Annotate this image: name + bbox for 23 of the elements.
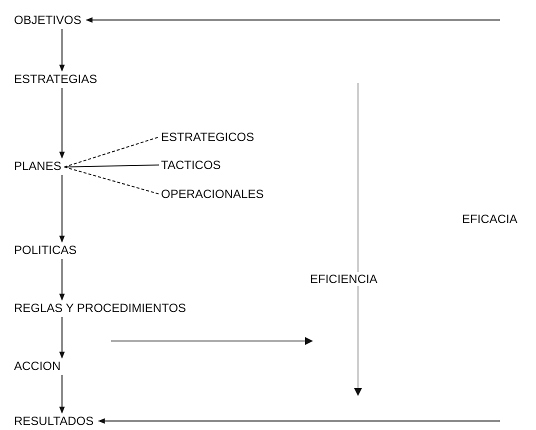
arrow: [59, 374, 65, 414]
connector-line: [64, 136, 160, 168]
node-label: EFICACIA: [461, 212, 518, 226]
connector-line: [64, 166, 160, 194]
arrow: [59, 174, 65, 243]
arrow: [86, 17, 500, 23]
node-label: PLANES: [13, 159, 62, 173]
node-label: EFICIENCIA: [309, 272, 378, 286]
node-label: ESTRATEGIAS: [13, 72, 98, 86]
node-label: RESULTADOS: [13, 414, 95, 428]
arrow: [59, 88, 65, 159]
connector-line: [64, 164, 160, 168]
node-label: OBJETIVOS: [13, 13, 82, 27]
node-label: ACCION: [13, 359, 62, 373]
arrow: [59, 258, 65, 301]
node-label: POLITICAS: [13, 243, 78, 257]
arrow: [59, 28, 65, 72]
node-label: REGLAS Y PROCEDIMIENTOS: [13, 301, 188, 315]
arrow: [98, 418, 500, 424]
arrow: [59, 316, 65, 359]
node-label: OPERACIONALES: [160, 187, 265, 201]
node-label: ESTRATEGICOS: [160, 130, 256, 144]
node-label: TACTICOS: [160, 158, 222, 172]
